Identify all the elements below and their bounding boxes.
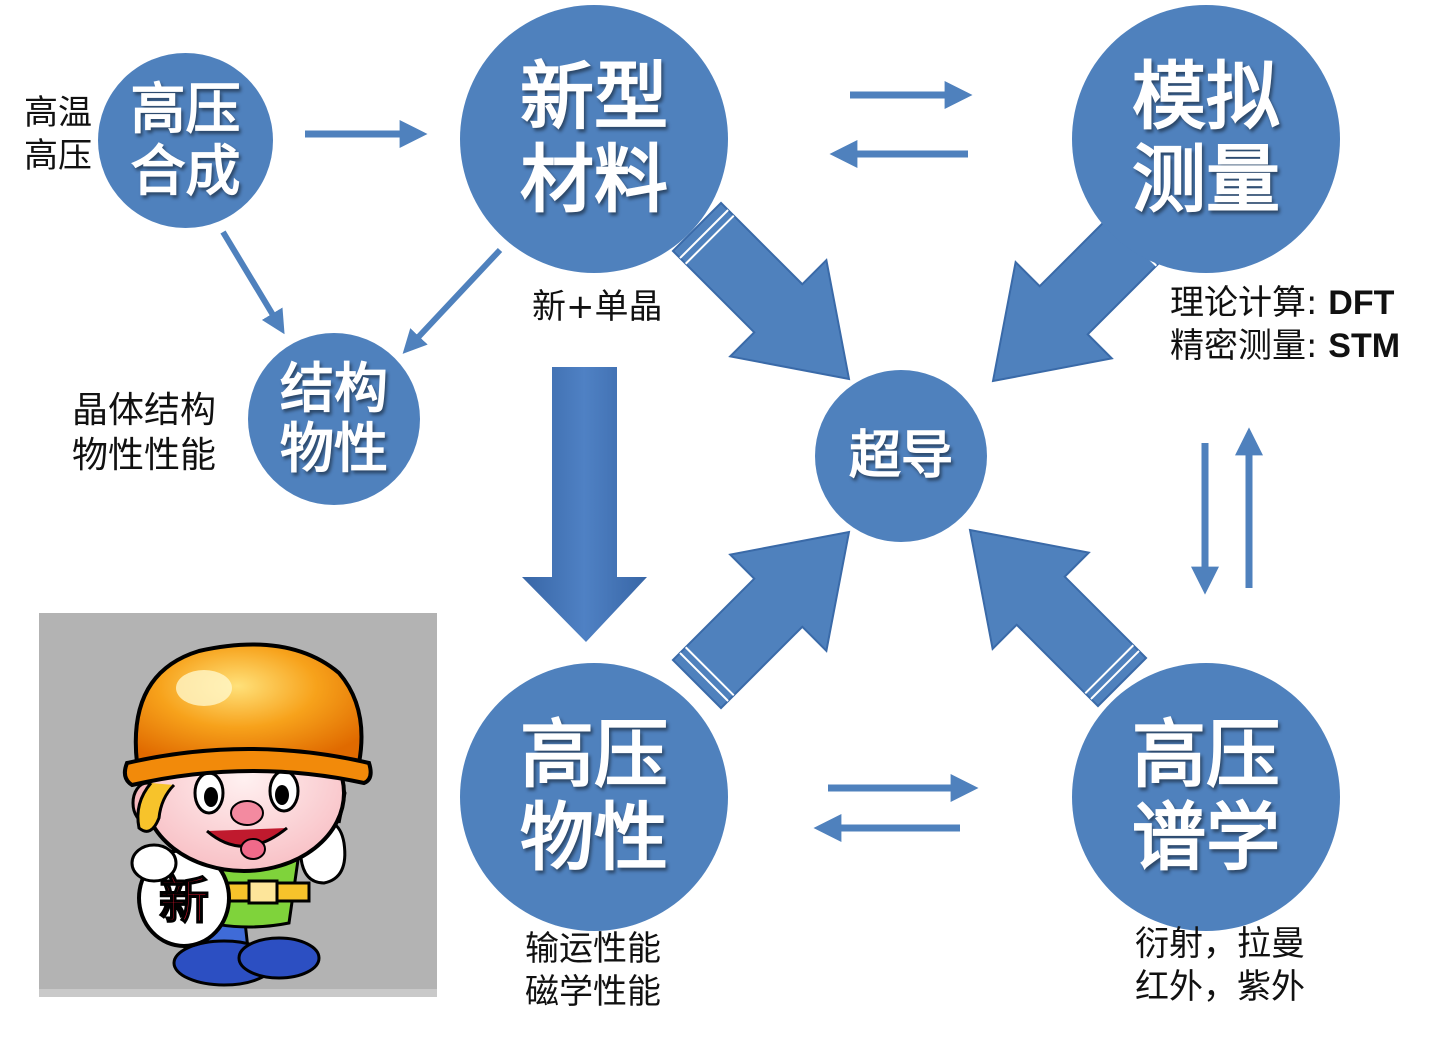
node-superconductivity: 超导 — [815, 370, 987, 542]
arrow-spectroscopy-to-super — [968, 528, 1148, 708]
node-label: 高压 — [1132, 712, 1280, 799]
node-label: 高压 — [130, 76, 241, 141]
arrow-newmaterial-to-super — [671, 201, 851, 381]
node-high-pressure-spectroscopy: 高压 谱学 — [1072, 663, 1340, 931]
label-spectroscopy-methods: 衍射，拉曼 红外，紫外 — [1135, 924, 1305, 1007]
node-label: 合成 — [130, 138, 241, 203]
mascot-picture: 新 — [39, 613, 437, 997]
node-label: 模拟 — [1132, 54, 1280, 141]
node-new-material: 新型 材料 — [460, 5, 728, 273]
node-label: 测量 — [1132, 137, 1280, 223]
node-label: 新型 — [520, 54, 668, 141]
label-transport-properties: 输运性能 磁学性能 — [525, 929, 661, 1012]
node-label: 结构 — [280, 356, 388, 420]
node-high-pressure-synthesis: 高压 合成 — [98, 53, 273, 228]
node-label: 超导 — [848, 425, 953, 486]
mascot-illustration: 新 — [39, 642, 437, 997]
node-high-pressure-physics: 高压 物性 — [460, 663, 728, 931]
node-structure-property: 结构 物性 — [248, 333, 420, 505]
arrow-physics-to-super — [671, 530, 851, 710]
label-precise-measure: 精密测量: STM — [1170, 325, 1401, 366]
label-crystal-properties: 晶体结构 物性性能 — [72, 390, 217, 476]
arrow-synthesis-to-structure — [220, 230, 285, 335]
label-theory-calc: 理论计算: DFT — [1170, 283, 1395, 323]
arrow-newmaterial-to-structure — [402, 247, 503, 354]
node-label: 谱学 — [1132, 795, 1280, 881]
label-methods: 理论计算: DFT 精密测量: STM — [1170, 282, 1400, 367]
label-new-single-crystal: 新+单晶 — [532, 287, 663, 327]
node-label: 高压 — [520, 712, 668, 799]
arrow-newmaterial-to-physics — [522, 367, 647, 642]
node-simulation-measurement: 模拟 测量 — [1072, 5, 1340, 273]
node-label: 材料 — [520, 137, 668, 223]
node-label: 物性 — [280, 417, 388, 480]
mascot-badge-text: 新 — [159, 872, 209, 930]
label-high-temp-pressure: 高温 高压 — [24, 93, 92, 176]
node-label: 物性 — [520, 795, 668, 881]
